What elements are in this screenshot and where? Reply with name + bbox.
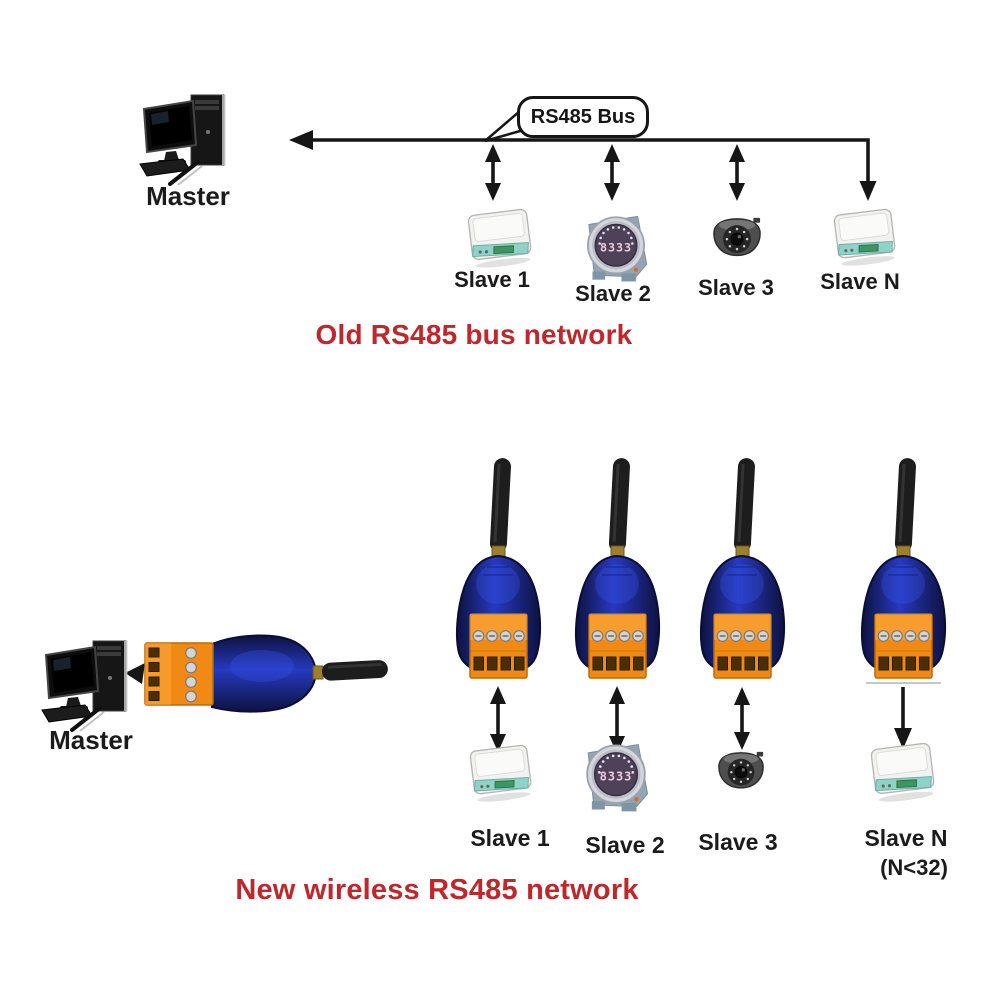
scale-icon bbox=[864, 740, 942, 804]
old-slave-1-label: Slave 1 bbox=[454, 267, 530, 292]
new-network-title: New wireless RS485 network bbox=[235, 874, 639, 906]
scale-icon bbox=[462, 742, 540, 804]
old-network-title: Old RS485 bus network bbox=[315, 319, 633, 350]
meter-icon bbox=[578, 210, 654, 286]
new-slave-2-label: Slave 2 bbox=[585, 832, 665, 858]
new-slave-3-label: Slave 3 bbox=[698, 829, 778, 855]
new-slave-1-label: Slave 1 bbox=[470, 825, 550, 851]
old-master-computer-icon bbox=[138, 92, 238, 187]
meter-icon bbox=[578, 738, 654, 816]
wireless-adapter-icon bbox=[443, 454, 553, 686]
wireless-adapter-icon bbox=[687, 454, 797, 686]
wireless-adapter-icon bbox=[848, 454, 958, 686]
master-adapter-pointer-icon bbox=[125, 663, 145, 684]
new-slave-n-label: Slave N bbox=[864, 825, 948, 851]
new-master-computer-icon bbox=[40, 638, 140, 733]
scale-icon bbox=[827, 206, 903, 268]
camera-icon bbox=[711, 750, 771, 798]
camera-icon bbox=[706, 216, 768, 266]
wireless-adapter-icon bbox=[562, 454, 672, 686]
slave-n-count-note: (N<32) bbox=[880, 855, 948, 880]
new-master-label: Master bbox=[49, 725, 133, 755]
arrowheads bbox=[125, 130, 912, 754]
old-slave-2-label: Slave 2 bbox=[575, 281, 651, 306]
master-wireless-adapter-icon bbox=[140, 628, 390, 720]
old-slave-3-label: Slave 3 bbox=[698, 275, 774, 300]
rs485-bus-callout: RS485 Bus bbox=[517, 96, 649, 138]
old-slave-n-label: Slave N bbox=[820, 269, 900, 294]
old-master-label: Master bbox=[146, 181, 230, 211]
scale-icon bbox=[460, 206, 540, 270]
